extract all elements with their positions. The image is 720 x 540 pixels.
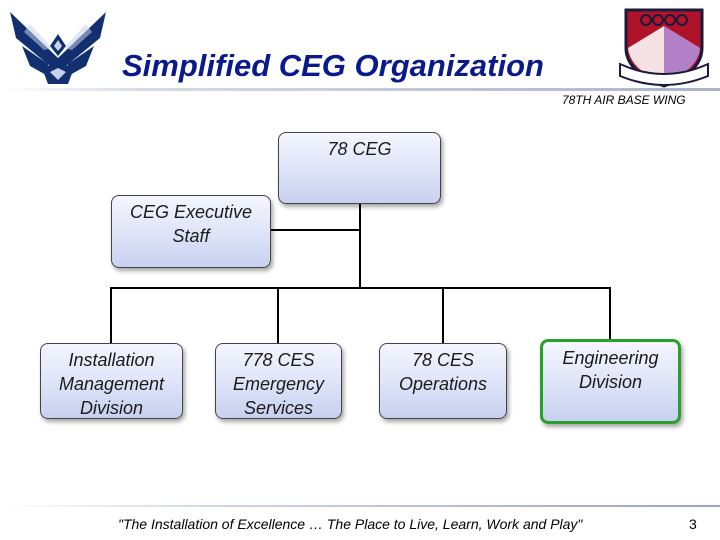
org-node-78-ceg: 78 CEG [278, 132, 441, 204]
org-node-label: 778 CES Emergency Services [232, 350, 325, 418]
page-subtitle: 78TH AIR BASE WING [562, 93, 686, 107]
header-divider [0, 88, 720, 91]
connector-division-2 [277, 287, 279, 343]
footer-divider [0, 505, 720, 507]
org-node-label: 78 CES Operations [398, 350, 488, 394]
org-node-label: CEG Executive Staff [129, 202, 253, 246]
org-node-operations: 78 CES Operations [379, 343, 507, 419]
org-node-executive-staff: CEG Executive Staff [111, 195, 271, 268]
org-node-installation-management: Installation Management Division [40, 343, 183, 419]
connector-division-4 [609, 287, 611, 343]
page-title: Simplified CEG Organization [122, 48, 544, 83]
connector-division-3 [442, 287, 444, 343]
org-node-label: Installation Management Division [58, 350, 165, 418]
org-node-emergency-services: 778 CES Emergency Services [215, 343, 342, 419]
org-node-label: 78 CEG [327, 139, 392, 159]
org-node-engineering-division: Engineering Division [540, 339, 681, 424]
org-node-label: Engineering Division [562, 348, 659, 392]
wing-crest-icon [619, 8, 709, 88]
footer-tagline: "The Installation of Excellence … The Pl… [118, 516, 583, 532]
air-force-logo-icon [10, 12, 106, 84]
connector-root-trunk [359, 203, 361, 288]
connector-division-1 [110, 287, 112, 343]
connector-staff [271, 229, 360, 231]
connector-horizontal-bus [110, 287, 611, 289]
page-number: 3 [689, 516, 697, 532]
